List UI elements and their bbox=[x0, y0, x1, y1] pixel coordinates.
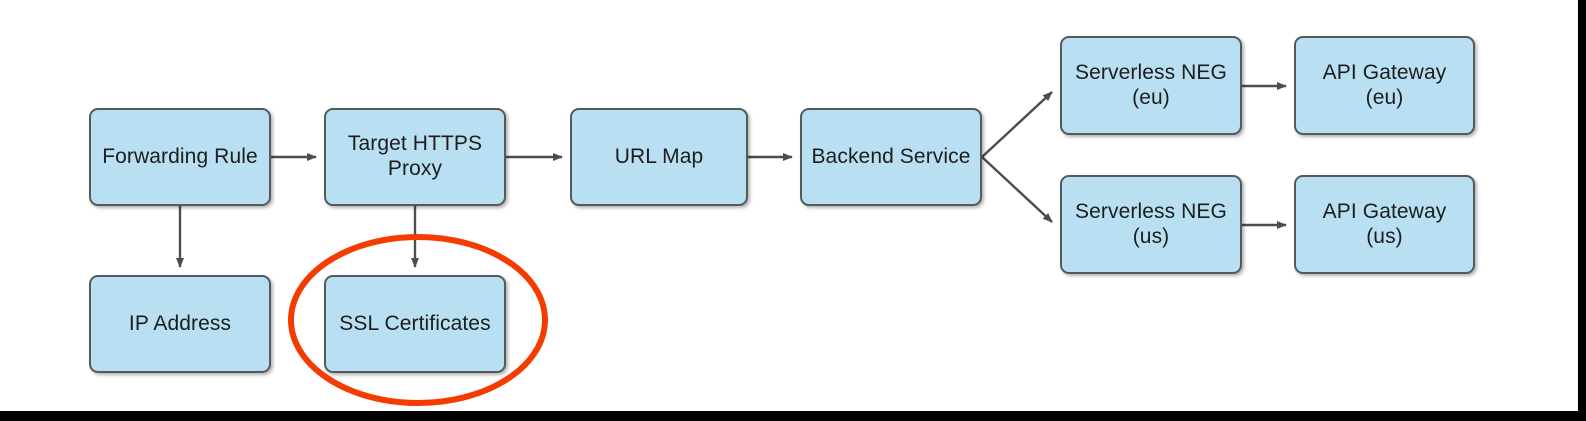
node-url-map[interactable]: URL Map bbox=[570, 108, 748, 206]
node-label: API Gateway (us) bbox=[1322, 199, 1447, 248]
node-label: URL Map bbox=[614, 144, 704, 168]
node-serverless-neg-eu[interactable]: Serverless NEG (eu) bbox=[1060, 36, 1242, 135]
node-label: Target HTTPS Proxy bbox=[347, 132, 483, 180]
node-backend-service[interactable]: Backend Service bbox=[800, 108, 982, 206]
node-serverless-neg-us[interactable]: Serverless NEG (us) bbox=[1060, 175, 1242, 274]
node-label: API Gateway (eu) bbox=[1322, 60, 1447, 109]
window-frame-right-edge bbox=[1578, 0, 1586, 421]
node-label: SSL Certificates bbox=[339, 311, 491, 335]
node-api-gateway-us[interactable]: API Gateway (us) bbox=[1294, 175, 1475, 274]
node-target-https-proxy[interactable]: Target HTTPS Proxy bbox=[324, 108, 506, 206]
edge-backend-service-to-serverless-neg-eu bbox=[981, 91, 1053, 158]
window-frame-bottom-edge bbox=[0, 411, 1586, 421]
node-ip-address[interactable]: IP Address bbox=[89, 275, 271, 373]
node-label: IP Address bbox=[128, 311, 232, 335]
node-label: Serverless NEG (eu) bbox=[1075, 60, 1227, 109]
node-ssl-certificates[interactable]: SSL Certificates bbox=[324, 275, 506, 373]
node-forwarding-rule[interactable]: Forwarding Rule bbox=[89, 108, 271, 206]
node-label: Forwarding Rule bbox=[102, 144, 258, 168]
node-api-gateway-eu[interactable]: API Gateway (eu) bbox=[1294, 36, 1475, 135]
node-label: Backend Service bbox=[811, 144, 971, 168]
node-label: Serverless NEG (us) bbox=[1075, 199, 1227, 248]
edge-backend-service-to-serverless-neg-us bbox=[981, 156, 1053, 223]
